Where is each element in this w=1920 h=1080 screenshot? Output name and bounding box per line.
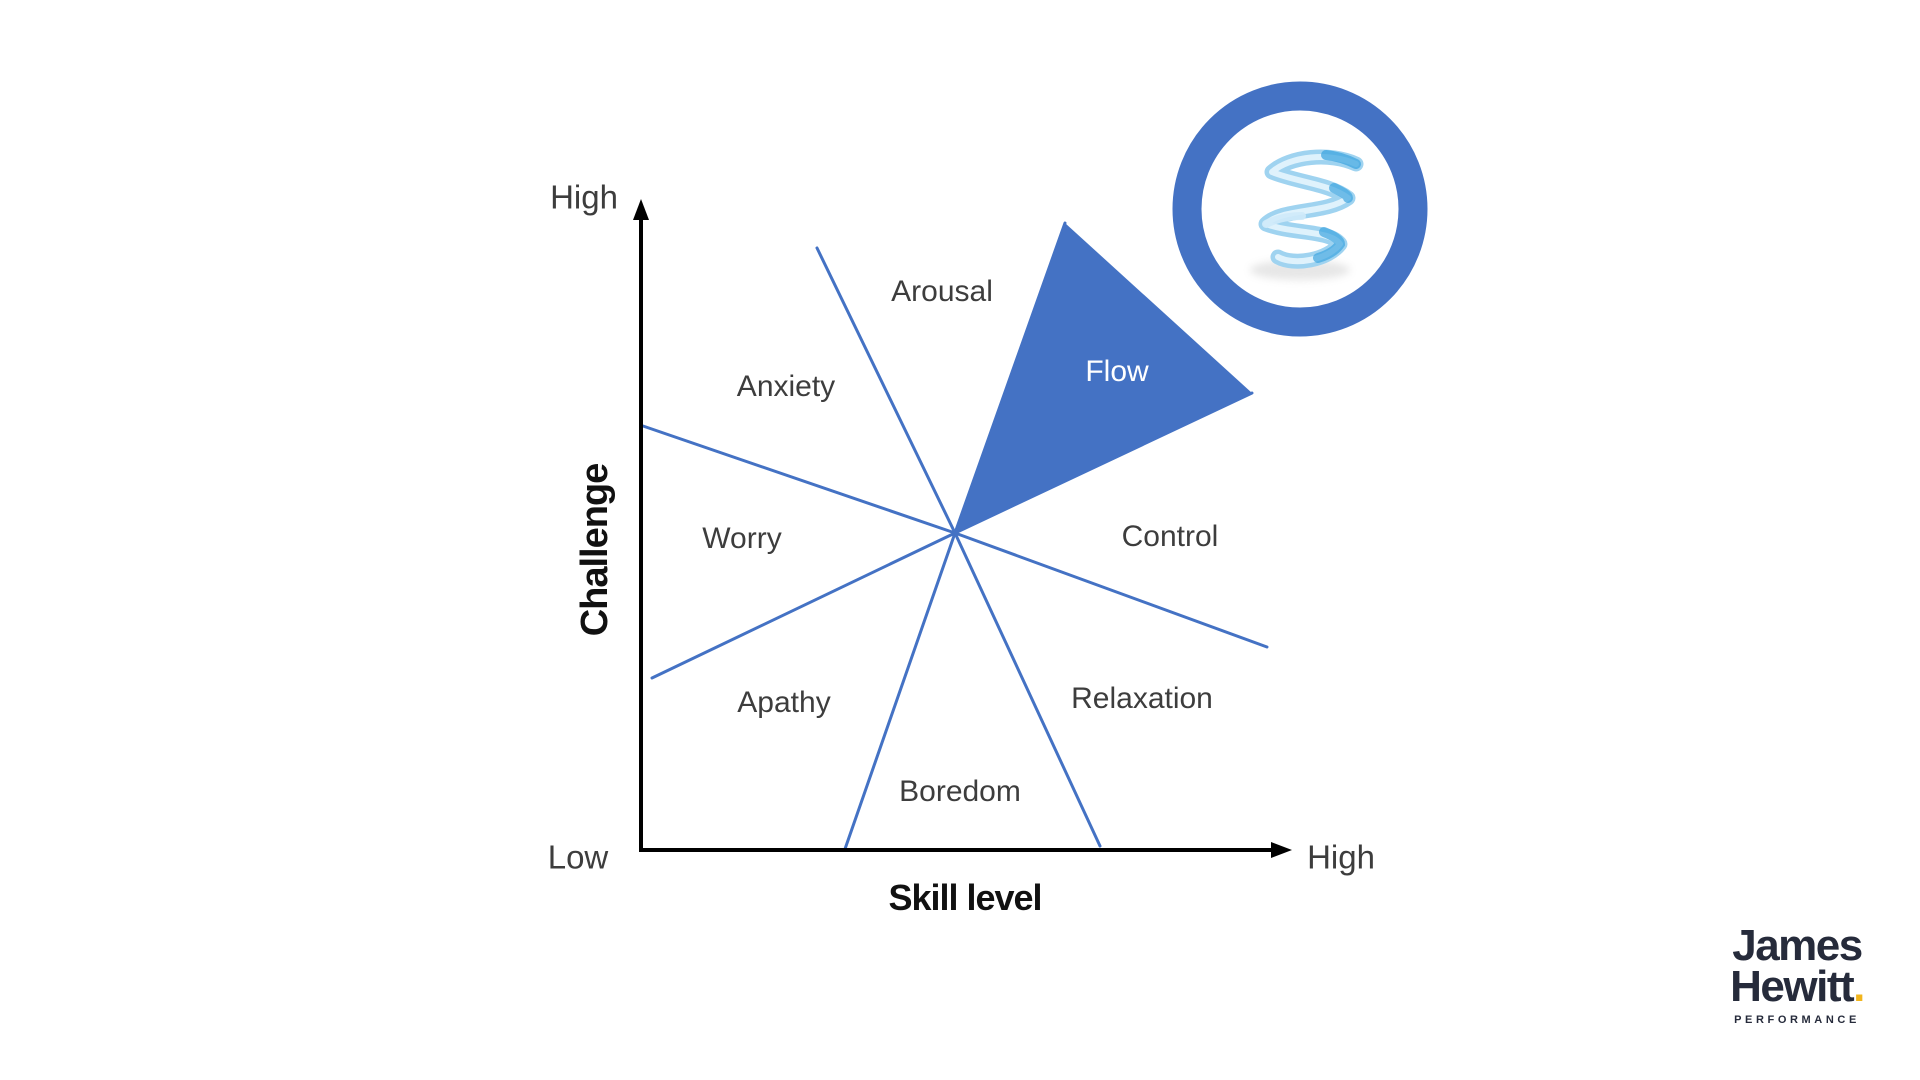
- region-label-apathy: Apathy: [737, 686, 831, 719]
- relaxation-control-line: [953, 531, 1269, 649]
- apathy-boredom-line: [843, 531, 957, 851]
- y-axis-title: Challenge: [574, 463, 616, 637]
- anxiety-worry-line: [641, 424, 957, 535]
- x-axis-title: Skill level: [888, 877, 1042, 918]
- x-axis-arrowhead: [1271, 842, 1292, 858]
- region-label-boredom: Boredom: [899, 775, 1021, 808]
- anxiety-arousal-line: [815, 246, 957, 535]
- logo-subtitle-performance: PERFORMANCE: [1734, 1013, 1860, 1026]
- x-axis-high-label: High: [1307, 838, 1375, 876]
- y-axis-low-label: Low: [547, 838, 609, 876]
- spring-accent-4: [1262, 212, 1306, 228]
- region-label-flow: Flow: [1085, 355, 1149, 388]
- spring-accent-2: [1329, 183, 1353, 203]
- worry-apathy-line: [650, 531, 957, 680]
- spring-accent-1: [1321, 150, 1361, 169]
- logo-badge: [1172, 81, 1428, 337]
- region-label-anxiety: Anxiety: [736, 370, 836, 403]
- logo-word-hewitt: Hewitt: [1730, 961, 1855, 1011]
- sector-boundary-lines: [641, 221, 1269, 851]
- flow-wedge: [955, 223, 1252, 533]
- region-label-arousal: Arousal: [891, 275, 993, 308]
- boredom-relaxation-line: [953, 531, 1102, 848]
- y-axis-high-label: High: [550, 178, 618, 216]
- logo-gold-dot: .: [1853, 961, 1865, 1011]
- y-axis-arrowhead: [633, 199, 649, 220]
- region-label-relaxation: Relaxation: [1071, 682, 1213, 715]
- axes: [639, 214, 1278, 852]
- logo-word-james: James: [1732, 921, 1863, 970]
- spring-shadow: [1250, 260, 1350, 280]
- spring-accent-3: [1313, 227, 1346, 263]
- region-label-worry: Worry: [702, 522, 782, 555]
- water-spring-coil-icon: [1250, 149, 1364, 280]
- region-label-control: Control: [1121, 520, 1219, 553]
- james-hewitt-logo: James Hewitt. PERFORMANCE: [1692, 921, 1902, 1026]
- logo-word-hewitt-line: Hewitt.: [1692, 964, 1902, 1008]
